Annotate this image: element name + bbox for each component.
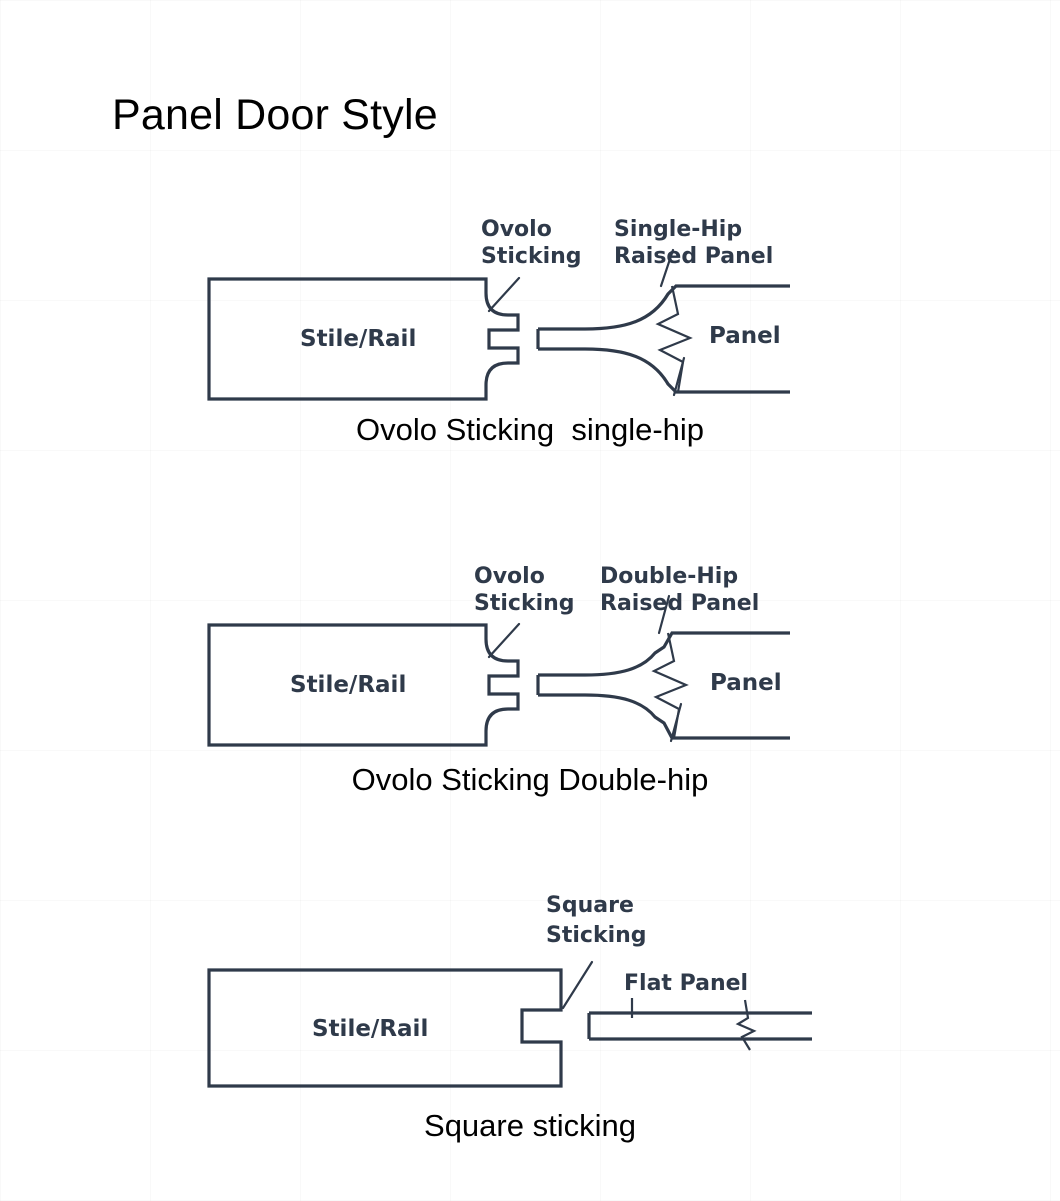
stile-rail-label: Stile/Rail xyxy=(300,326,416,352)
figure-caption: Ovolo Sticking Double-hip xyxy=(351,762,709,797)
leader-line-panel-detail xyxy=(669,702,683,743)
sticking-callout-line2: Sticking xyxy=(546,923,647,948)
flat-panel-profile xyxy=(587,1011,812,1041)
sticking-callout-line2: Sticking xyxy=(481,244,582,269)
sticking-callout-line1: Square xyxy=(546,893,634,918)
panel-label: Panel xyxy=(709,323,781,349)
raised-panel-profile-single-hip xyxy=(538,284,790,331)
leader-line-sticking xyxy=(487,276,521,313)
panel-callout-line1: Double-Hip xyxy=(600,564,738,589)
panel-callout-line2: Raised Panel xyxy=(614,244,773,269)
diagram-ovolo-single-hip: Stile/Rail Panel Ovolo Sticking Single-H… xyxy=(207,217,790,401)
diagram-ovolo-double-hip: Stile/Rail Panel Ovolo Sticking Double-H… xyxy=(207,564,790,747)
panel-break-line xyxy=(735,999,757,1051)
stile-rail-label: Stile/Rail xyxy=(290,672,406,698)
panel-callout-line2: Raised Panel xyxy=(600,591,759,616)
raised-panel-profile-double-hip xyxy=(538,631,790,677)
sticking-callout-line1: Ovolo xyxy=(474,564,545,589)
figure-ovolo-double-hip: Stile/Rail Panel Ovolo Sticking Double-H… xyxy=(0,540,1060,810)
sticking-callout-line1: Ovolo xyxy=(481,217,552,242)
stile-rail-profile-ovolo xyxy=(207,277,520,401)
raised-panel-profile-single-hip-lower xyxy=(538,347,790,394)
raised-panel-profile-double-hip-lower xyxy=(538,693,790,740)
panel-label: Panel xyxy=(710,670,782,696)
figure-caption: Ovolo Sticking single-hip xyxy=(355,412,705,447)
sticking-callout-line2: Sticking xyxy=(474,591,575,616)
stile-rail-profile-ovolo xyxy=(207,623,520,747)
stile-rail-profile-square xyxy=(207,968,563,1088)
panel-callout-line1: Single-Hip xyxy=(614,217,742,242)
panel-callout-line1: Flat Panel xyxy=(624,971,748,996)
leader-line-sticking xyxy=(487,622,521,659)
leader-line-sticking xyxy=(561,960,594,1010)
leader-line-panel-detail xyxy=(672,356,686,397)
figure-square-sticking: Stile/Rail Square Sticking Flat Panel Sq… xyxy=(0,870,1060,1160)
page-title: Panel Door Style xyxy=(112,90,438,139)
diagram-square-sticking: Stile/Rail Square Sticking Flat Panel xyxy=(207,893,812,1088)
leader-line-panel xyxy=(657,594,671,635)
figure-ovolo-single-hip: Stile/Rail Panel Ovolo Sticking Single-H… xyxy=(0,190,1060,460)
leader-line-panel xyxy=(659,248,675,288)
stile-rail-label: Stile/Rail xyxy=(312,1016,428,1042)
figure-caption: Square sticking xyxy=(424,1108,636,1143)
